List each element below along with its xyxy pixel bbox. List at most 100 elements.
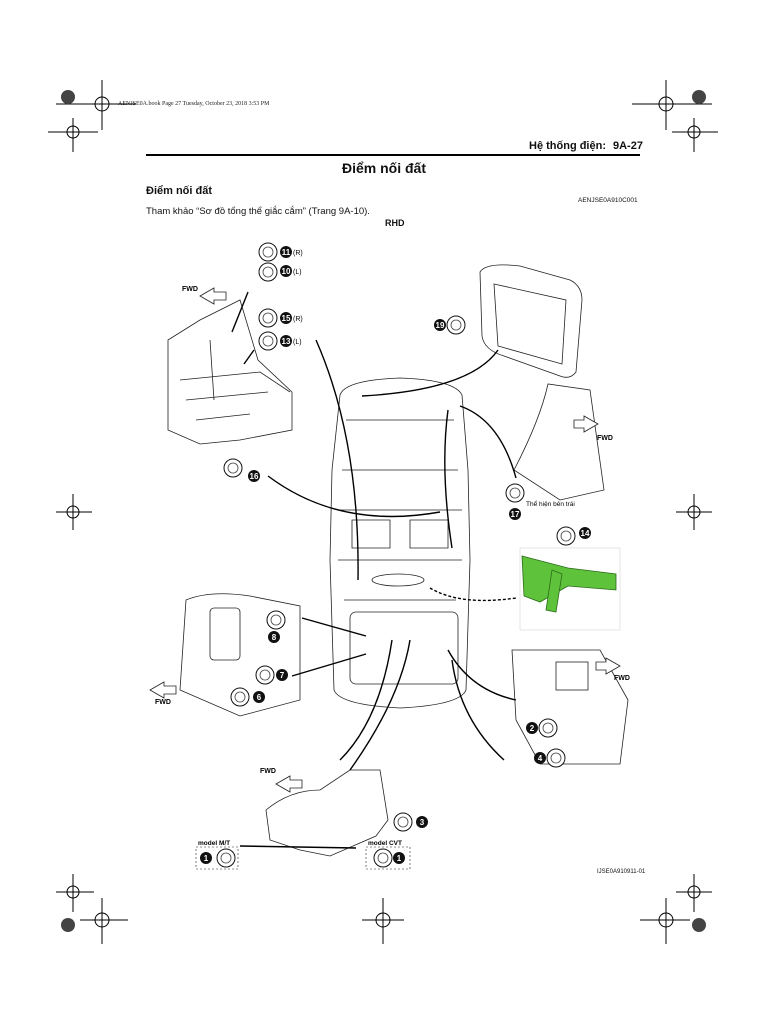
ground-bolt-icon — [262, 335, 274, 347]
callout-number-badge — [434, 319, 446, 331]
ground-point-callout: 16 — [223, 458, 260, 482]
model-cvt-box — [365, 846, 411, 870]
fwd-label: FWD — [155, 699, 171, 706]
ground-bolt-icon — [542, 722, 554, 734]
ground-point-callout: 11(R) — [258, 242, 303, 262]
ground-symbol-icon — [255, 665, 275, 685]
fwd-label: FWD — [260, 768, 276, 775]
ground-symbol-icon — [258, 242, 278, 262]
callout-number: 13 — [282, 337, 291, 346]
callout-number: 19 — [436, 321, 445, 330]
callout-number-badge — [276, 669, 288, 681]
callout-number-badge — [280, 312, 292, 324]
ground-point-callout: 8 — [266, 610, 286, 643]
callout-number: 7 — [280, 671, 285, 680]
fwd-label: FWD — [597, 435, 613, 442]
callout-number: 1 — [204, 854, 209, 863]
ground-bolt-icon — [397, 816, 409, 828]
ground-point-callout: 6 — [230, 687, 265, 707]
ground-point-callout: 14 — [556, 526, 591, 546]
ground-symbol-icon — [223, 458, 243, 478]
callout-side-label: (R) — [293, 316, 303, 323]
callout-number: 15 — [282, 314, 291, 323]
callout-number-badge — [416, 816, 428, 828]
ground-point-callout: 7 — [255, 665, 288, 685]
ground-symbol-icon — [216, 848, 236, 868]
model-cvt-label: model CVT — [368, 840, 402, 847]
callout-number: 14 — [581, 529, 590, 538]
section-name: Hệ thống điện: — [529, 140, 606, 152]
leader-lines — [231, 291, 517, 849]
callout-number: 4 — [538, 754, 543, 763]
header-rule — [146, 154, 640, 156]
ground-symbol-icon — [373, 848, 393, 868]
reference-text: Tham khảo “Sơ đồ tổng thể giắc cắm” (Tra… — [146, 206, 370, 217]
variant-label: RHD — [385, 218, 405, 228]
callout-number-badge — [248, 470, 260, 482]
vehicle-outline — [167, 264, 629, 857]
ground-bolt-icon — [560, 530, 572, 542]
ground-point-callout: 10(L) — [258, 262, 302, 282]
callout-number: 8 — [272, 633, 277, 642]
callout-number-badge — [280, 246, 292, 258]
callout-number: 6 — [257, 693, 262, 702]
model-mt-label: model M/T — [198, 840, 230, 847]
ground-point-callout: 1 — [373, 848, 405, 868]
ground-symbol-icon — [258, 331, 278, 351]
callout-number-badge — [393, 852, 405, 864]
section-subtitle: Điểm nối đất — [146, 185, 213, 197]
ground-bolt-icon — [509, 487, 521, 499]
callout-number-badge — [268, 631, 280, 643]
callout-number-badge — [509, 508, 521, 520]
document-code: AENJSE0A910C001 — [578, 197, 638, 204]
left-side-note: Thể hiện bên trái — [526, 500, 575, 508]
ground-bolt-icon — [227, 462, 239, 474]
ground-point-callout: 17 — [505, 483, 525, 520]
ground-bolt-icon — [220, 852, 232, 864]
callout-number: 16 — [250, 472, 259, 481]
fwd-label: FWD — [614, 675, 630, 682]
callout-number: 11 — [282, 248, 291, 257]
callout-number-badge — [253, 691, 265, 703]
ground-symbol-icon — [393, 812, 413, 832]
ground-point-callout: 15(R) — [258, 308, 303, 328]
ground-point-callout: 4 — [534, 748, 566, 768]
callout-number: 10 — [282, 267, 291, 276]
ground-bolt-icon — [234, 691, 246, 703]
callout-number: 17 — [511, 510, 520, 519]
ground-bolt-icon — [262, 266, 274, 278]
ground-bolt-icon — [262, 246, 274, 258]
ground-point-callout: 1 — [200, 848, 236, 868]
ground-bolt-icon — [377, 852, 389, 864]
callout-side-label: (L) — [293, 339, 302, 346]
callout-number-badge — [526, 722, 538, 734]
ground-symbol-icon — [505, 483, 525, 503]
ground-point-callout: 19 — [434, 315, 466, 335]
callout-side-label: (R) — [293, 250, 303, 257]
page-number: 9A-27 — [613, 140, 643, 152]
fwd-label: FWD — [182, 286, 198, 293]
ground-symbol-icon — [538, 718, 558, 738]
ground-point-callout: 13(L) — [258, 331, 302, 351]
ground-point-callout: 3 — [393, 812, 428, 832]
callout-number-badge — [200, 852, 212, 864]
book-info-line: AENJSE0A.book Page 27 Tuesday, October 2… — [118, 101, 270, 107]
ground-symbol-icon — [556, 526, 576, 546]
ground-symbol-icon — [266, 610, 286, 630]
ground-bolt-icon — [550, 752, 562, 764]
figure-id: IJSE0A910911-01 — [597, 869, 646, 875]
ground-bolt-icon — [270, 614, 282, 626]
fwd-arrows — [149, 287, 621, 793]
ground-symbol-icon — [446, 315, 466, 335]
ground-symbol-icon — [258, 262, 278, 282]
callout-number-badge — [280, 265, 292, 277]
callout-number: 1 — [397, 854, 402, 863]
ground-bolt-icon — [450, 319, 462, 331]
callout-number: 3 — [420, 818, 425, 827]
ground-bolt-icon — [262, 312, 274, 324]
callout-number: 2 — [530, 724, 535, 733]
page-title: Điểm nối đất — [341, 160, 426, 176]
callout-number-badge — [579, 527, 591, 539]
